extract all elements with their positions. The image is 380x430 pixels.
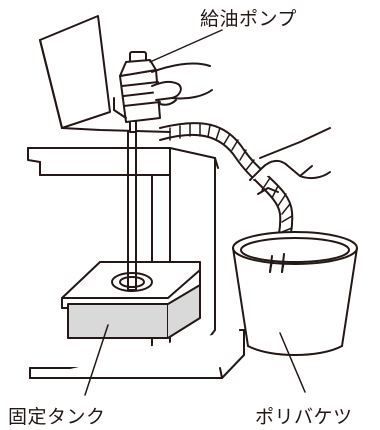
fixed-tank (62, 262, 200, 338)
pump-leader-line (150, 30, 222, 62)
tank-label: 固定タンク (8, 402, 106, 429)
hand-on-hose (250, 128, 330, 194)
bucket-leader-line (280, 333, 305, 392)
pump-label: 給油ポンプ (200, 4, 297, 31)
pump-body (114, 52, 160, 132)
bucket-label: ポリバケツ (255, 402, 353, 429)
hand-on-pump (152, 64, 212, 105)
poly-bucket (233, 232, 357, 355)
